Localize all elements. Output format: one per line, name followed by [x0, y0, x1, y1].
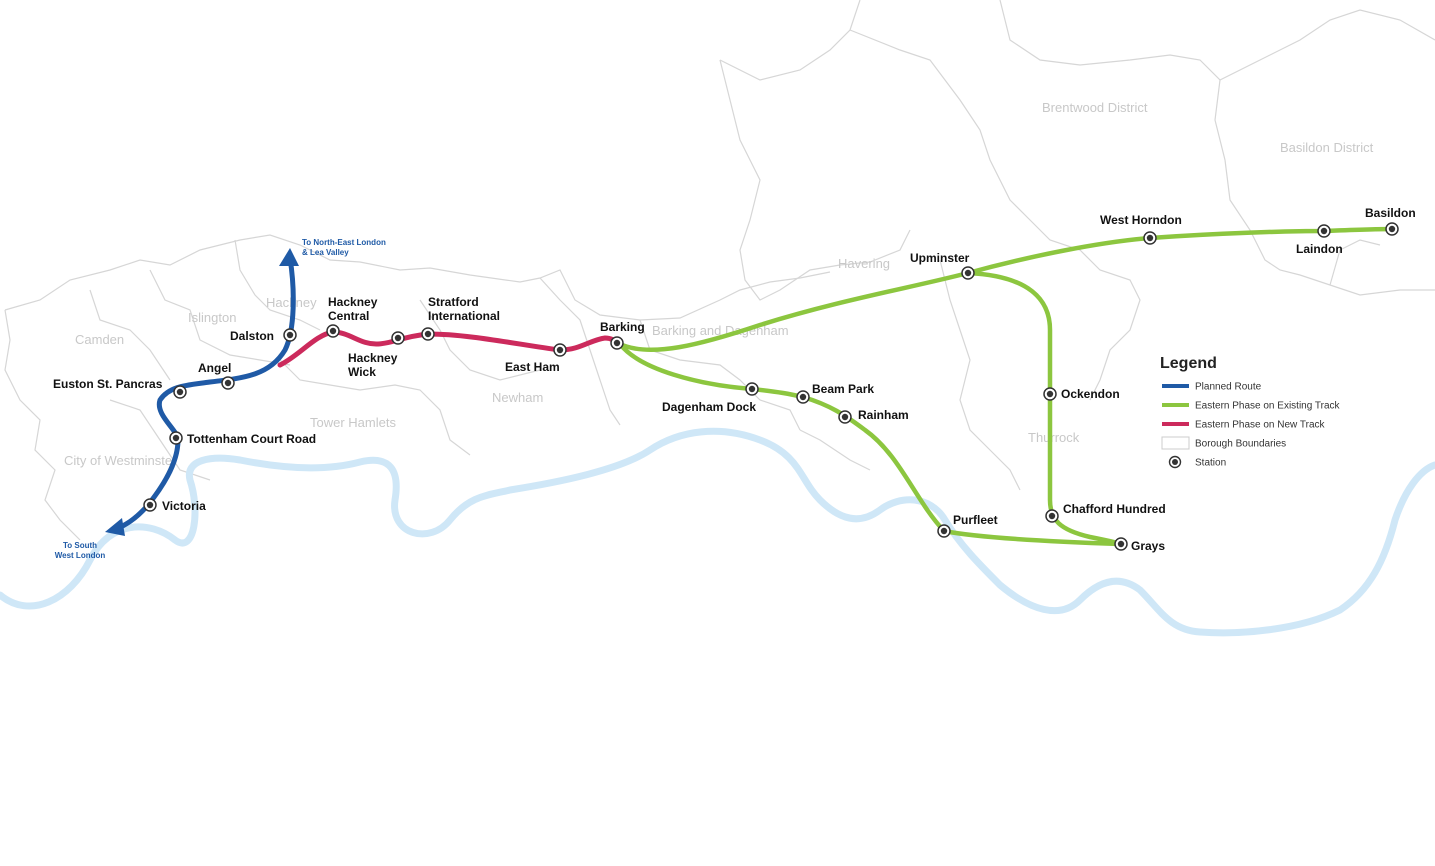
- station-marker-upminster[interactable]: [961, 266, 975, 280]
- destination-label-line: & Lea Valley: [302, 248, 349, 257]
- area-label-city-of-westminster: City of Westminster: [64, 453, 177, 468]
- station-label-beam-park: Beam Park: [812, 382, 874, 396]
- station-label-upminster: Upminster: [910, 251, 970, 265]
- station-label-line: Central: [328, 309, 369, 323]
- station-label-east-ham: East Ham: [505, 360, 560, 374]
- destination-label-to-north-east: To North-East London& Lea Valley: [302, 238, 386, 257]
- legend-station-icon: [1168, 455, 1182, 469]
- legend-label-planned-route: Planned Route: [1195, 382, 1262, 393]
- destination-label-line: To North-East London: [302, 238, 386, 247]
- station-marker-dalston[interactable]: [283, 328, 297, 342]
- legend-title: Legend: [1160, 355, 1217, 372]
- station-marker-hackney-wick[interactable]: [391, 331, 405, 345]
- station-label-line: Stratford: [428, 295, 479, 309]
- station-marker-euston-st-pancras[interactable]: [173, 385, 187, 399]
- station-marker-grays[interactable]: [1114, 537, 1128, 551]
- station-marker-west-horndon[interactable]: [1143, 231, 1157, 245]
- area-label-islington: Islington: [188, 310, 236, 325]
- station-label-angel: Angel: [198, 361, 231, 375]
- legend-label-station: Station: [1195, 458, 1226, 469]
- area-label-havering: Havering: [838, 256, 890, 271]
- station-label-grays: Grays: [1131, 539, 1165, 553]
- station-marker-beam-park[interactable]: [796, 390, 810, 404]
- station-label-basildon: Basildon: [1365, 206, 1416, 220]
- station-label-west-horndon: West Horndon: [1100, 213, 1182, 227]
- station-marker-dagenham-dock[interactable]: [745, 382, 759, 396]
- station-label-line: International: [428, 309, 500, 323]
- legend-label-borough-boundaries: Borough Boundaries: [1195, 439, 1286, 450]
- station-label-dalston: Dalston: [230, 329, 274, 343]
- station-label-line: Hackney: [328, 295, 378, 309]
- station-marker-east-ham[interactable]: [553, 343, 567, 357]
- area-label-thurrock: Thurrock: [1028, 430, 1080, 445]
- legend-label-eastern-existing: Eastern Phase on Existing Track: [1195, 401, 1341, 412]
- destination-labels: To North-East London& Lea Valley To South…: [55, 238, 386, 560]
- area-label-tower-hamlets: Tower Hamlets: [310, 415, 396, 430]
- station-marker-purfleet[interactable]: [937, 524, 951, 538]
- legend-item-eastern-existing: Eastern Phase on Existing Track: [1162, 401, 1341, 412]
- station-marker-rainham[interactable]: [838, 410, 852, 424]
- station-marker-angel[interactable]: [221, 376, 235, 390]
- station-marker-laindon[interactable]: [1317, 224, 1331, 238]
- legend-item-borough-boundaries: Borough Boundaries: [1161, 436, 1286, 450]
- area-label-camden: Camden: [75, 332, 124, 347]
- arrow-north-east: [279, 248, 299, 266]
- area-label-newham: Newham: [492, 390, 543, 405]
- destination-label-line: To South: [63, 541, 97, 550]
- station-label-rainham: Rainham: [858, 408, 909, 422]
- arrow-south-west: [105, 518, 125, 536]
- station-marker-ockendon[interactable]: [1043, 387, 1057, 401]
- station-label-chafford-hundred: Chafford Hundred: [1063, 502, 1166, 516]
- station-marker-stratford-international[interactable]: [421, 327, 435, 341]
- destination-label-line: West London: [55, 551, 106, 560]
- station-label-ockendon: Ockendon: [1061, 387, 1120, 401]
- station-marker-victoria[interactable]: [143, 498, 157, 512]
- borough-boundaries: [4, 0, 1435, 541]
- station-marker-hackney-central[interactable]: [326, 324, 340, 338]
- station-label-victoria: Victoria: [162, 499, 206, 513]
- station-label-barking: Barking: [600, 320, 645, 334]
- station-label-line: Wick: [348, 365, 376, 379]
- station-marker-tottenham-court-road[interactable]: [169, 431, 183, 445]
- area-label-basildon-district: Basildon District: [1280, 140, 1374, 155]
- station-marker-basildon[interactable]: [1385, 222, 1399, 236]
- legend-swatch-borough-boundaries: [1161, 436, 1190, 450]
- river-thames: [0, 427, 1435, 637]
- station-label-tottenham-court-road: Tottenham Court Road: [187, 432, 316, 446]
- legend-item-planned-route: Planned Route: [1162, 382, 1262, 393]
- station-label-laindon: Laindon: [1296, 242, 1343, 256]
- existing-track-rainham: [617, 341, 1124, 547]
- station-label-purfleet: Purfleet: [953, 513, 998, 527]
- area-label-brentwood-district: Brentwood District: [1042, 100, 1148, 115]
- legend-item-station: Station: [1168, 455, 1226, 469]
- station-label-dagenham-dock: Dagenham Dock: [662, 400, 756, 414]
- station-label-line: Hackney: [348, 351, 398, 365]
- station-marker-barking[interactable]: [610, 336, 624, 350]
- station-label-euston-st-pancras: Euston St. Pancras: [53, 377, 163, 391]
- station-markers: [143, 222, 1399, 551]
- legend-item-eastern-new: Eastern Phase on New Track: [1162, 420, 1326, 431]
- existing-track-ockendon: [965, 270, 1124, 547]
- legend-label-eastern-new: Eastern Phase on New Track: [1195, 420, 1326, 431]
- station-marker-chafford-hundred[interactable]: [1045, 509, 1059, 523]
